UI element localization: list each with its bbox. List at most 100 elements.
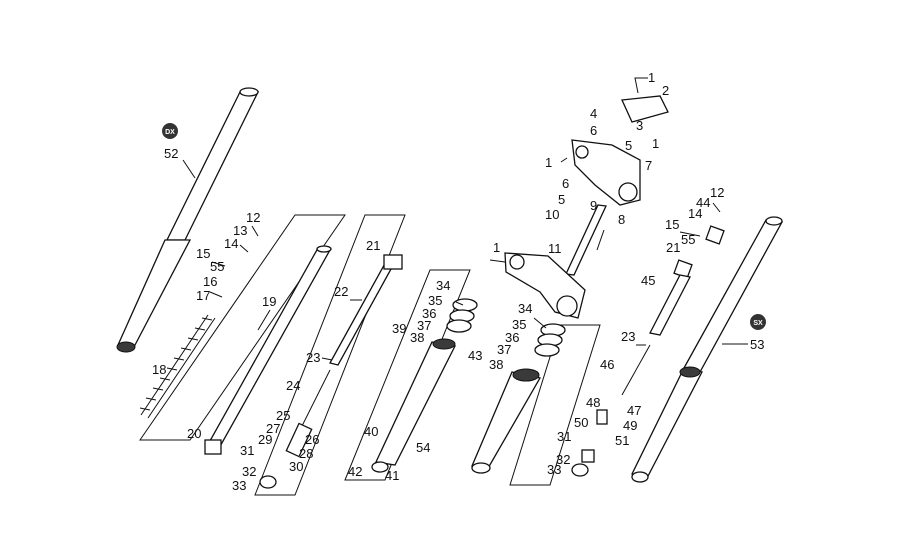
callout: 8 — [618, 212, 625, 227]
leader-lines — [209, 77, 721, 361]
left-fork-outer-tube — [683, 219, 784, 373]
left-fork-slider — [631, 367, 703, 479]
steering-stem — [565, 204, 607, 276]
callouts: 1 2 3 4 5 1 6 7 1 6 5 10 9 8 11 1 12 13 … — [152, 70, 724, 493]
callout: 29 — [258, 432, 272, 447]
group-frames — [139, 214, 601, 496]
callout: 35 — [428, 293, 442, 308]
callout: 24 — [286, 378, 300, 393]
callout: 27 — [266, 421, 280, 436]
callout: 20 — [187, 426, 201, 441]
callout: 48 — [586, 395, 600, 410]
left-fork-cap — [765, 216, 783, 226]
handlebar-clamp — [621, 95, 669, 123]
callout: 12 — [710, 185, 724, 200]
inner-tube — [204, 247, 332, 451]
callout: 1 — [493, 240, 500, 255]
callout: 45 — [641, 273, 655, 288]
callout: 32 — [242, 464, 256, 479]
callout: 28 — [299, 446, 313, 461]
damper-rod-assembly — [259, 254, 403, 489]
steering-head-assembly — [489, 95, 669, 319]
callout: 6 — [590, 123, 597, 138]
callout: 14 — [688, 206, 702, 221]
right-fork-spring — [139, 314, 216, 419]
callout: 15 — [665, 217, 679, 232]
callout: 10 — [545, 207, 559, 222]
left-fork-leg-assembly — [371, 298, 478, 473]
callout: 36 — [505, 330, 519, 345]
side-marker-right-pin — [162, 123, 178, 139]
callout: 50 — [574, 415, 588, 430]
callout: 21 — [366, 238, 380, 253]
callout: 3 — [636, 118, 643, 133]
callout: 55 — [681, 232, 695, 247]
damper-rod — [329, 257, 397, 366]
callout: 42 — [348, 464, 362, 479]
callout: 31 — [240, 443, 254, 458]
damper-base-bushing — [259, 475, 277, 489]
frame-left-inner-tube — [139, 214, 346, 441]
callout: 2 — [662, 83, 669, 98]
callout: 43 — [468, 348, 482, 363]
callout: 18 — [152, 362, 166, 377]
callout: 41 — [385, 468, 399, 483]
callout: 16 — [203, 274, 217, 289]
callout: 33 — [547, 462, 561, 477]
callout: 1 — [545, 155, 552, 170]
callout: 9 — [590, 198, 597, 213]
side-marker-left-badge: SX — [753, 320, 763, 327]
callout: 15 — [196, 246, 210, 261]
callout: 46 — [600, 357, 614, 372]
damper-piston-rod — [299, 369, 331, 431]
callout: 37 — [417, 318, 431, 333]
callout: 40 — [364, 424, 378, 439]
callout: 37 — [497, 342, 511, 357]
callout: 7 — [645, 158, 652, 173]
side-marker-right-number: 52 — [164, 146, 178, 161]
side-marker-left-pin — [750, 314, 766, 330]
callout: 38 — [489, 357, 503, 372]
callout: 51 — [615, 433, 629, 448]
callout: 34 — [518, 301, 532, 316]
callout: 26 — [305, 432, 319, 447]
callout: 22 — [334, 284, 348, 299]
callout: 21 — [666, 240, 680, 255]
callout: 32 — [556, 452, 570, 467]
frame-fork-leg-right — [509, 324, 601, 486]
inner-tube-assembly — [204, 245, 332, 455]
callout: 31 — [557, 429, 571, 444]
damper-valve — [285, 422, 313, 458]
right-fork-slider — [116, 239, 192, 346]
right-fork-assembly — [116, 87, 260, 419]
damper-rod-head — [383, 254, 403, 270]
frame-damper-rod — [254, 214, 406, 496]
left-fork-assembly — [631, 216, 784, 483]
callout: 34 — [436, 278, 450, 293]
callout: 4 — [590, 106, 597, 121]
callout: 30 — [289, 459, 303, 474]
callout: 1 — [652, 136, 659, 151]
inner-tube-top — [316, 245, 332, 253]
callout: 19 — [262, 294, 276, 309]
callout: 23 — [621, 329, 635, 344]
side-marker-left-number: 53 — [750, 337, 764, 352]
inner-tube-bushing — [204, 439, 222, 455]
callout: 35 — [512, 317, 526, 332]
callout: 39 — [392, 321, 406, 336]
side-marker-left: SX 53 — [722, 314, 766, 352]
right-fork-axle-boss — [116, 341, 136, 353]
right-fork-outer-tube — [165, 91, 260, 241]
callout: 44 — [696, 195, 710, 210]
right-fork-cap — [239, 87, 259, 97]
callout: 25 — [276, 408, 290, 423]
callout: 11 — [548, 241, 562, 256]
callout: 47 — [627, 403, 641, 418]
callout: 54 — [416, 440, 430, 455]
callout: 55 — [210, 259, 224, 274]
callout: 33 — [232, 478, 246, 493]
callout: 17 — [196, 288, 210, 303]
callout: 23 — [306, 350, 320, 365]
callout: 5 — [558, 192, 565, 207]
